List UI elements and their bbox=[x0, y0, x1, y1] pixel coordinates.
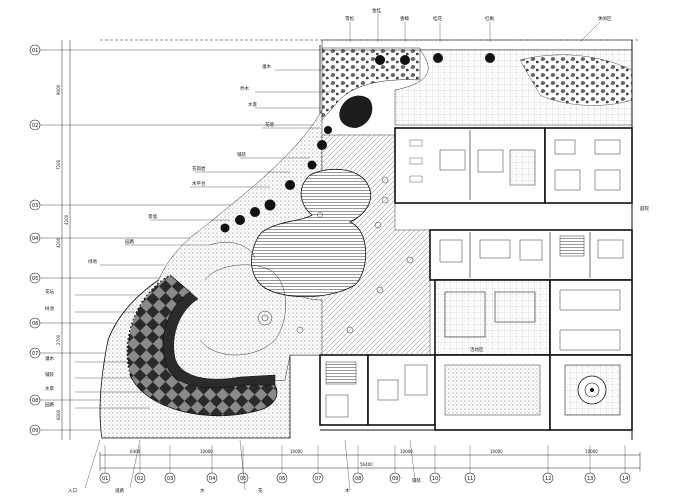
svg-text:铺装: 铺装 bbox=[412, 477, 421, 484]
svg-text:绿地: 绿地 bbox=[88, 258, 97, 265]
svg-text:14: 14 bbox=[622, 476, 628, 482]
svg-text:花坛: 花坛 bbox=[45, 288, 54, 295]
top-planting bbox=[321, 39, 633, 126]
svg-text:10000: 10000 bbox=[400, 449, 413, 454]
svg-text:13: 13 bbox=[587, 476, 593, 482]
svg-text:04: 04 bbox=[32, 236, 38, 242]
shrub-marks bbox=[257, 176, 414, 334]
svg-text:红枫: 红枫 bbox=[485, 15, 494, 22]
svg-text:花境: 花境 bbox=[265, 121, 274, 128]
top-annotations bbox=[349, 14, 601, 43]
svg-text:56400: 56400 bbox=[360, 462, 373, 467]
svg-text:4200: 4200 bbox=[64, 214, 69, 225]
curved-paving bbox=[126, 274, 278, 417]
svg-text:10000: 10000 bbox=[200, 449, 213, 454]
svg-text:10000: 10000 bbox=[290, 449, 303, 454]
bottom-labels: 入口 道路 水 花 木 铺装 活动区 bbox=[68, 346, 484, 494]
svg-text:灌木: 灌木 bbox=[45, 355, 54, 362]
building-bottom bbox=[319, 354, 633, 431]
svg-text:水: 水 bbox=[200, 487, 205, 494]
svg-text:4200: 4200 bbox=[56, 237, 61, 248]
left-annotations bbox=[75, 69, 335, 409]
bottom-grid-markers: 01 02 03 04 05 06 07 08 09 10 11 12 13 1… bbox=[99, 445, 631, 484]
svg-text:景墙: 景墙 bbox=[148, 213, 157, 220]
svg-text:花岗岩: 花岗岩 bbox=[192, 165, 206, 172]
svg-text:12: 12 bbox=[545, 476, 551, 482]
svg-text:10: 10 bbox=[432, 476, 438, 482]
water-pool bbox=[251, 168, 372, 298]
svg-text:铺装: 铺装 bbox=[45, 371, 54, 378]
svg-text:06: 06 bbox=[279, 476, 285, 482]
rock-garden bbox=[321, 47, 421, 128]
top-labels: 雪松 金桂 香樟 桂花 红枫 休闲区 庭院 bbox=[345, 7, 649, 212]
svg-text:入口: 入口 bbox=[68, 488, 77, 494]
svg-text:铺装: 铺装 bbox=[237, 151, 246, 158]
svg-text:03: 03 bbox=[32, 203, 38, 209]
svg-text:活动区: 活动区 bbox=[470, 346, 484, 353]
svg-text:02: 02 bbox=[32, 123, 38, 129]
svg-text:11: 11 bbox=[467, 476, 473, 482]
svg-text:园路: 园路 bbox=[125, 238, 134, 245]
svg-text:木平台: 木平台 bbox=[192, 180, 206, 187]
svg-text:08: 08 bbox=[355, 476, 361, 482]
svg-text:03: 03 bbox=[167, 476, 173, 482]
svg-text:06: 06 bbox=[32, 321, 38, 327]
svg-text:09: 09 bbox=[32, 428, 38, 434]
svg-text:09: 09 bbox=[392, 476, 398, 482]
svg-text:07: 07 bbox=[32, 351, 38, 357]
svg-text:2700: 2700 bbox=[56, 334, 61, 345]
svg-text:6400: 6400 bbox=[130, 449, 141, 454]
svg-text:灌木: 灌木 bbox=[262, 63, 271, 70]
building-top-right bbox=[544, 127, 633, 204]
svg-text:水景: 水景 bbox=[45, 385, 54, 392]
building-hall bbox=[434, 279, 633, 356]
svg-text:桂花: 桂花 bbox=[433, 15, 442, 22]
svg-text:6000: 6000 bbox=[56, 409, 61, 420]
left-labels: 灌木 乔木 水景 花境 铺装 花岗岩 木平台 景墙 园路 绿地 花坛 树池 灌木… bbox=[45, 63, 274, 408]
svg-text:乔木: 乔木 bbox=[240, 85, 249, 92]
svg-text:金桂: 金桂 bbox=[372, 7, 381, 14]
svg-text:休闲区: 休闲区 bbox=[598, 15, 612, 22]
svg-text:10000: 10000 bbox=[490, 449, 503, 454]
svg-text:木: 木 bbox=[345, 487, 350, 494]
svg-text:庭院: 庭院 bbox=[640, 205, 649, 212]
svg-text:10000: 10000 bbox=[585, 449, 598, 454]
tree-row bbox=[220, 53, 495, 233]
svg-text:01: 01 bbox=[32, 48, 38, 54]
svg-text:道路: 道路 bbox=[115, 487, 124, 494]
svg-text:08: 08 bbox=[32, 398, 38, 404]
bottom-annotations bbox=[84, 439, 416, 491]
building-top bbox=[394, 127, 546, 204]
building-middle bbox=[429, 229, 633, 281]
svg-text:雪松: 雪松 bbox=[345, 15, 354, 22]
svg-text:02: 02 bbox=[137, 476, 143, 482]
svg-text:树池: 树池 bbox=[45, 305, 54, 312]
left-dimensions: 9000 7200 4200 4200 2700 6000 bbox=[56, 84, 69, 420]
right-walls bbox=[320, 40, 633, 440]
svg-text:05: 05 bbox=[240, 476, 246, 482]
svg-text:9000: 9000 bbox=[56, 84, 61, 95]
svg-text:04: 04 bbox=[209, 476, 215, 482]
svg-text:园路: 园路 bbox=[45, 401, 54, 408]
svg-text:香樟: 香樟 bbox=[400, 15, 409, 22]
svg-text:01: 01 bbox=[102, 476, 108, 482]
bottom-dimensions: 6400 10000 10000 10000 10000 10000 56400 bbox=[130, 449, 598, 467]
svg-text:07: 07 bbox=[315, 476, 321, 482]
svg-text:水景: 水景 bbox=[248, 101, 257, 108]
svg-text:05: 05 bbox=[32, 276, 38, 282]
svg-text:花: 花 bbox=[258, 487, 263, 494]
svg-text:7200: 7200 bbox=[56, 159, 61, 170]
circular-path bbox=[199, 242, 286, 356]
